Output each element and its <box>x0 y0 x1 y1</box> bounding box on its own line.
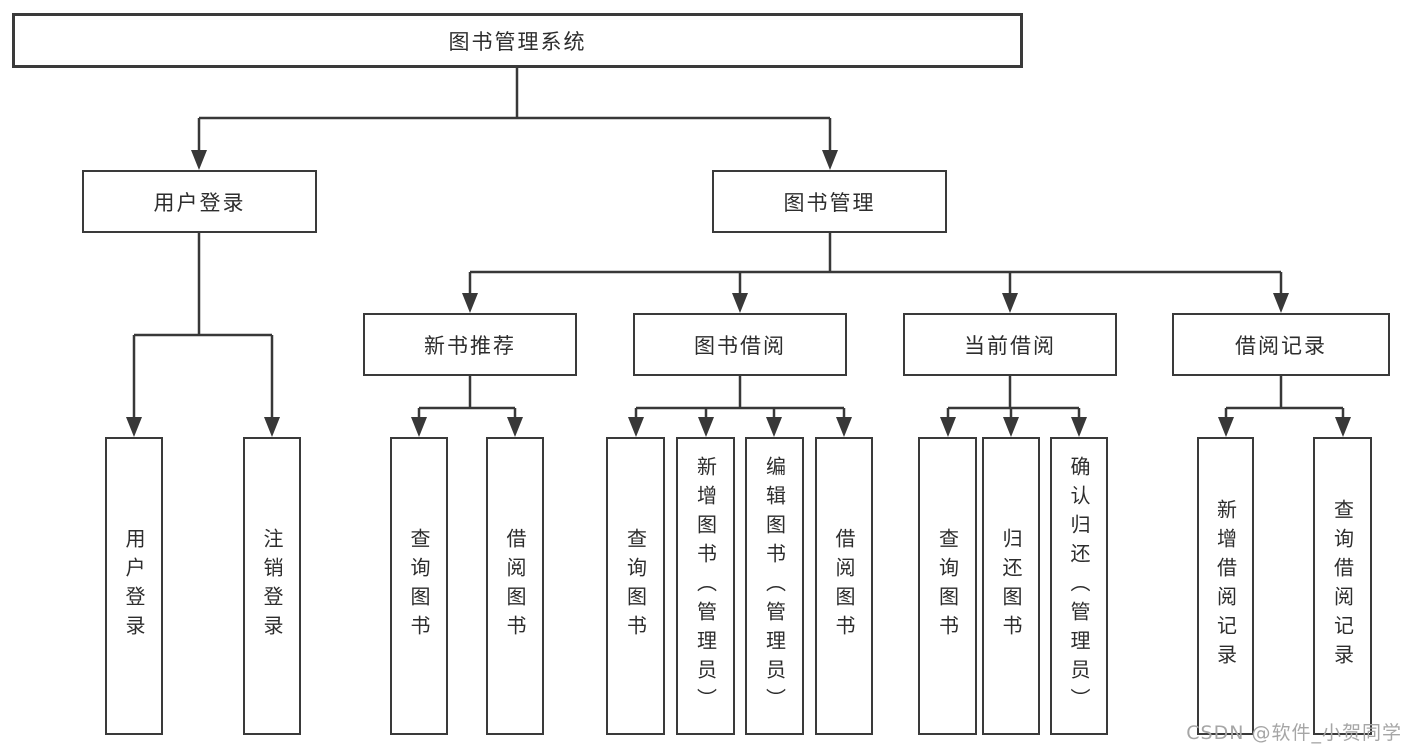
csdn-watermark: CSDN @软件_小贺同学 <box>1186 722 1402 744</box>
node-label: 借阅图书 <box>503 528 527 644</box>
node-search-books-borrow: 查询图书 <box>606 437 665 735</box>
node-label: 新增图书（管理员） <box>693 455 718 717</box>
node-label: 归还图书 <box>999 528 1023 644</box>
node-new-book-recommend: 新书推荐 <box>363 313 577 376</box>
node-label: 查询图书 <box>935 528 960 644</box>
node-system-root: 图书管理系统 <box>12 13 1023 68</box>
node-book-management-module: 图书管理 <box>712 170 947 233</box>
node-search-books-current: 查询图书 <box>918 437 977 735</box>
node-label: 查询图书 <box>623 528 648 644</box>
node-label: 当前借阅 <box>964 333 1056 358</box>
node-label: 注销登录 <box>260 528 284 644</box>
node-borrow-records: 借阅记录 <box>1172 313 1390 376</box>
node-search-borrow-record: 查询借阅记录 <box>1313 437 1372 735</box>
node-label: 图书管理 <box>783 190 876 215</box>
node-label: 编辑图书（管理员） <box>762 455 787 717</box>
node-add-borrow-record: 新增借阅记录 <box>1197 437 1254 735</box>
node-borrow-books: 借阅图书 <box>815 437 873 735</box>
node-user-login: 用户登录 <box>105 437 163 735</box>
node-current-borrow: 当前借阅 <box>903 313 1117 376</box>
node-label: 图书借阅 <box>694 333 786 358</box>
node-label: 确认归还（管理员） <box>1067 455 1091 717</box>
node-user-login-module: 用户登录 <box>82 170 317 233</box>
node-edit-book-admin: 编辑图书（管理员） <box>745 437 804 735</box>
node-book-borrow: 图书借阅 <box>633 313 847 376</box>
node-search-books-recommend: 查询图书 <box>390 437 448 735</box>
node-label: 查询借阅记录 <box>1330 499 1355 673</box>
node-label: 查询图书 <box>407 528 431 644</box>
arrowheads <box>126 150 1351 437</box>
node-label: 借阅图书 <box>832 528 856 644</box>
node-label: 图书管理系统 <box>448 29 587 54</box>
node-return-book: 归还图书 <box>982 437 1040 735</box>
node-label: 用户登录 <box>153 190 246 215</box>
node-confirm-return-admin: 确认归还（管理员） <box>1050 437 1108 735</box>
node-borrow-books-recommend: 借阅图书 <box>486 437 544 735</box>
node-add-book-admin: 新增图书（管理员） <box>676 437 735 735</box>
node-label: 新书推荐 <box>424 333 516 358</box>
node-label: 新增借阅记录 <box>1213 499 1238 673</box>
node-label: 用户登录 <box>122 528 146 644</box>
node-logout: 注销登录 <box>243 437 301 735</box>
node-label: 借阅记录 <box>1235 333 1327 358</box>
